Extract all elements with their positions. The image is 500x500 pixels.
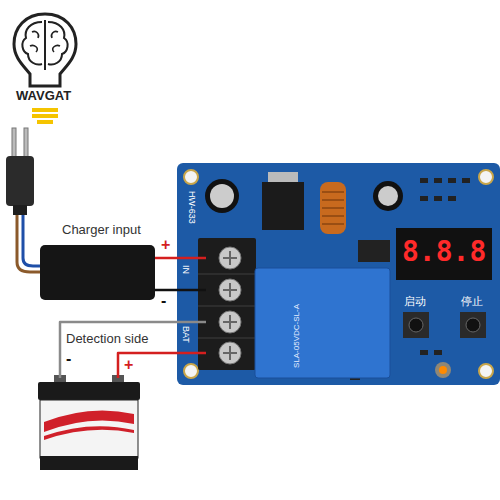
brain-line <box>30 31 39 52</box>
resistor <box>420 196 428 201</box>
capacitor-top <box>210 184 234 208</box>
section-heading: Detection side <box>66 332 148 347</box>
battery: Detection side <box>38 378 140 470</box>
plug-strain-relief <box>13 205 27 215</box>
plug-prong <box>24 128 28 158</box>
push-button <box>403 312 429 338</box>
led-glow <box>435 362 451 378</box>
battery-stripe <box>44 426 134 440</box>
wire <box>155 257 177 260</box>
bulb-base <box>32 114 58 118</box>
terminal-block <box>198 238 256 370</box>
bulb-base <box>37 120 53 124</box>
polarity-sign: + <box>161 236 170 254</box>
resistor <box>420 178 428 183</box>
polarity-sign: + <box>124 356 133 374</box>
polarity-sign: - <box>161 292 166 310</box>
button-cap <box>409 318 423 332</box>
resistor <box>448 178 456 183</box>
capacitor-top <box>378 186 398 206</box>
resistor <box>434 350 442 355</box>
wire <box>155 289 177 292</box>
wire-end <box>177 321 206 324</box>
charger-adapter: Charger input <box>40 245 155 300</box>
mounting-hole <box>479 364 493 378</box>
mains-wire <box>23 215 41 266</box>
capacitor <box>205 179 239 213</box>
circuit-board: HW-633 <box>177 163 500 385</box>
inductor-coil <box>322 192 344 224</box>
brain-line <box>48 22 68 65</box>
pcb <box>177 163 500 385</box>
regulator-tab <box>268 172 298 182</box>
wire-end <box>177 257 206 260</box>
battery-body <box>40 400 138 458</box>
mains-wire <box>17 215 41 272</box>
plug-body <box>6 156 34 206</box>
ic-chip <box>358 240 390 262</box>
push-button <box>460 312 486 338</box>
brain-line <box>22 22 42 65</box>
battery-base <box>40 456 138 470</box>
button-label: 停止 <box>461 295 483 308</box>
terminal-screws <box>219 247 241 364</box>
board-model: HW-633 <box>187 191 197 224</box>
terminal-divider <box>198 274 256 338</box>
mounting-hole <box>184 364 198 378</box>
button-label: 启动 <box>404 295 426 308</box>
resistor <box>434 196 442 201</box>
resistor <box>448 196 456 201</box>
resistor <box>462 178 470 183</box>
screw-slot <box>223 251 237 360</box>
mounting-hole <box>479 170 493 184</box>
plug-prong <box>12 128 16 158</box>
button-cap <box>466 318 480 332</box>
wire <box>60 322 177 378</box>
bulb-base <box>32 108 58 112</box>
relay-marking: SLA-05VDC-SL-A <box>292 304 301 368</box>
section-heading: Charger input <box>62 223 141 238</box>
bulb-outline <box>14 14 76 86</box>
pcb-board <box>177 163 500 385</box>
battery-illustration <box>38 375 140 470</box>
brain-bulb-logo <box>14 14 76 124</box>
mains-plug <box>6 128 41 272</box>
led-display <box>396 228 492 280</box>
mounting-hole <box>184 170 198 184</box>
seven-segment-readout: 8.8.8 <box>402 238 486 266</box>
inductor <box>320 182 346 234</box>
regulator <box>262 182 304 230</box>
battery-lid <box>38 382 140 400</box>
resistor <box>420 350 428 355</box>
resistor <box>434 178 442 183</box>
terminal-label: BAT <box>181 326 191 343</box>
wire-end <box>177 289 206 292</box>
wire <box>118 353 177 378</box>
brain-line <box>51 31 60 52</box>
wire-end <box>177 352 206 355</box>
brain-line <box>44 20 46 70</box>
brand-watermark: WAVGAT <box>16 89 71 104</box>
polarity-sign: - <box>66 350 71 368</box>
status-led <box>439 366 447 374</box>
terminal-label: IN <box>181 265 191 274</box>
capacitor <box>373 181 403 211</box>
relay <box>255 268 390 378</box>
